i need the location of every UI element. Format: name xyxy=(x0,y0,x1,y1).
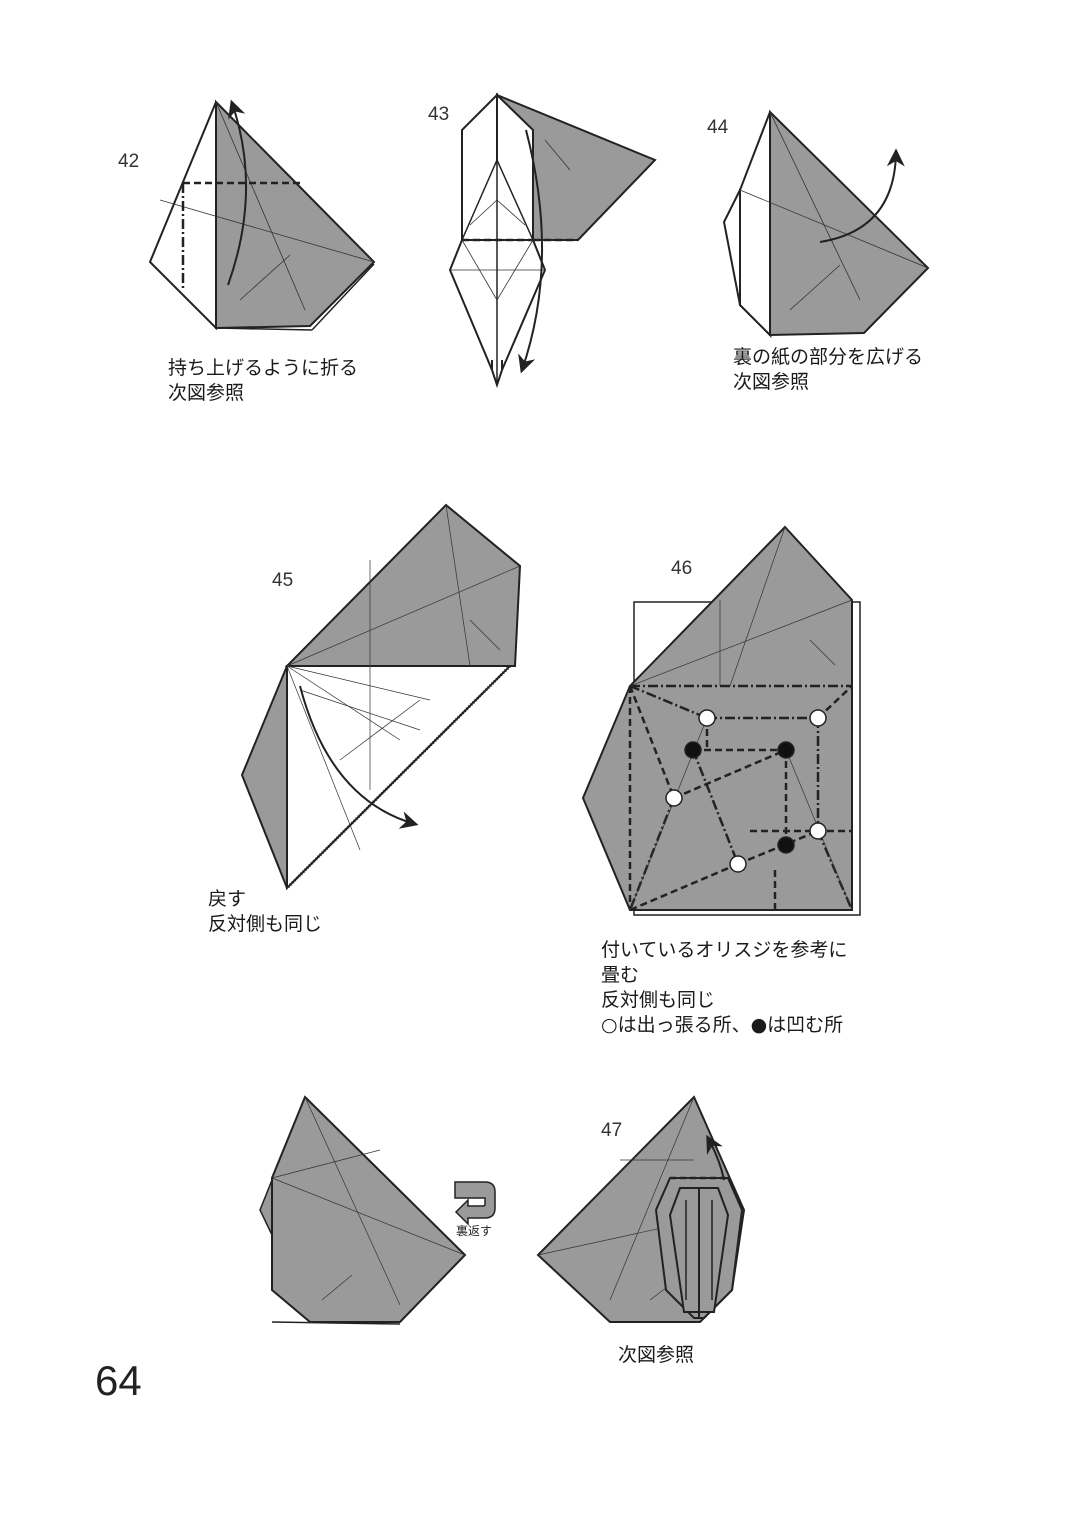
step-number: 42 xyxy=(118,151,140,172)
page-number: 64 xyxy=(95,1357,142,1404)
step-number: 44 xyxy=(707,117,729,138)
step-number: 46 xyxy=(671,558,693,579)
caption-line: 反対側も同じ xyxy=(601,989,716,1011)
paper-shape xyxy=(769,109,930,337)
step-47-caption: 次図参照 xyxy=(618,1343,694,1368)
step-45-caption: 戻す 反対側も同じ xyxy=(208,887,322,937)
caption-line: 付いているオリスジを参考に xyxy=(601,939,848,961)
raised-point-marker xyxy=(729,855,747,873)
caption-line: 戻す xyxy=(208,888,247,910)
caption-line: 次図参照 xyxy=(618,1344,695,1366)
step-45-diagram xyxy=(240,503,522,891)
raised-point-marker xyxy=(665,789,683,807)
caption-line: 反対側も同じ xyxy=(208,913,323,935)
step-unnumbered-diagram xyxy=(259,1095,467,1325)
step-42-diagram xyxy=(148,99,376,331)
paper-shape xyxy=(271,1095,467,1323)
step-44-caption: 裏の紙の部分を広げる 次図参照 xyxy=(733,345,923,395)
sunken-point-marker xyxy=(777,836,795,854)
step-number: 45 xyxy=(272,570,294,591)
sunken-point-marker xyxy=(684,741,702,759)
step-44-diagram xyxy=(722,109,930,339)
raised-point-marker xyxy=(809,822,827,840)
step-number: 47 xyxy=(601,1120,623,1141)
turn-over-label: 裏返す xyxy=(456,1224,493,1238)
step-46-diagram xyxy=(581,525,861,916)
step-42-caption: 持ち上げるように折る 次図参照 xyxy=(168,356,358,406)
caption-line: 畳む xyxy=(601,964,640,986)
step-43-diagram xyxy=(448,92,657,389)
step-46-caption: 付いているオリスジを参考に 畳む 反対側も同じ ○は出っ張る所、●は凹む所 xyxy=(601,938,847,1038)
caption-line: 持ち上げるように折る xyxy=(168,357,359,379)
raised-point-marker xyxy=(809,709,827,727)
caption-line: 次図参照 xyxy=(733,371,810,393)
step-number: 43 xyxy=(428,104,450,125)
caption-line: ○は出っ張る所、●は凹む所 xyxy=(601,1014,844,1036)
caption-line: 次図参照 xyxy=(168,382,245,404)
raised-point-marker xyxy=(698,709,716,727)
step-47-diagram xyxy=(536,1095,746,1323)
sunken-point-marker xyxy=(777,741,795,759)
paper-shape xyxy=(215,99,376,330)
turn-over-icon xyxy=(454,1181,496,1226)
caption-line: 裏の紙の部分を広げる xyxy=(733,346,924,368)
